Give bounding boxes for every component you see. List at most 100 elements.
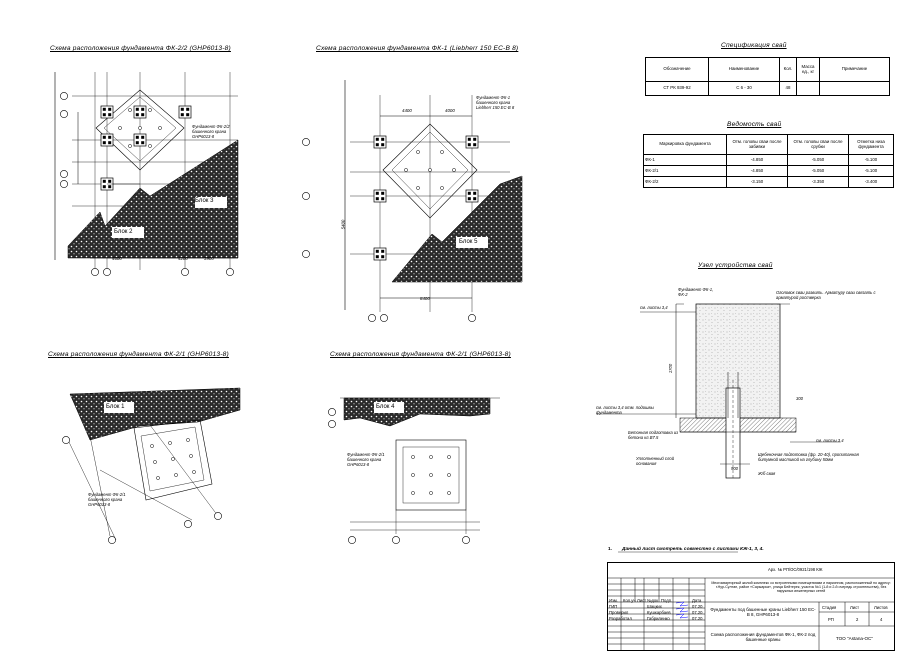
stage-head: Стадия bbox=[822, 605, 837, 610]
fk22-crane-label: Фундамент ФК-2/2 башенного крана GHP6013… bbox=[192, 124, 230, 139]
role-checked: Проверил bbox=[609, 610, 629, 615]
spec-c-3 bbox=[796, 81, 820, 96]
piles-r0-1: -4.850 bbox=[726, 154, 788, 166]
fk22-dim-3: 3900 bbox=[204, 256, 214, 261]
sheets-value: 4 bbox=[880, 617, 883, 622]
spec-c-2: 48 bbox=[779, 81, 797, 96]
piles-h-1: Отм. головы сваи после забивки bbox=[726, 134, 788, 155]
piles-r2-1: -3.150 bbox=[726, 176, 788, 188]
role-developed-date: 07.20 bbox=[692, 616, 703, 621]
title-block: Арх. № РП/ОС/0921/198 КЖ Многоквартирный… bbox=[607, 562, 896, 652]
spec-c-0: СТ РК 939-92 bbox=[645, 81, 709, 96]
stage-value: РП bbox=[828, 617, 834, 622]
piles-r1-0: ФК-2/1 bbox=[643, 165, 727, 177]
role-gip: ГИП bbox=[609, 604, 618, 609]
drawing-name: Схема расположения фундаментов ФК-1, ФК-… bbox=[710, 632, 816, 643]
fk1-dim-3: 8400 bbox=[420, 296, 430, 301]
spec-h-1: Наименование bbox=[708, 57, 780, 82]
spec-h-4: Примечание bbox=[819, 57, 890, 82]
scheme-fk21a-graphic bbox=[62, 387, 241, 544]
spec-title: Спецификация свай bbox=[721, 42, 787, 49]
spec-h-2: Кол. bbox=[779, 57, 797, 82]
role-gip-name: Шацких bbox=[647, 604, 662, 609]
piles-r0-2: -5.050 bbox=[787, 154, 849, 166]
stamp-head-izm: Изм. bbox=[609, 598, 618, 603]
note-text: Данный лист смотреть совместно с листами… bbox=[622, 547, 764, 552]
piles-h-0: Маркировка фундамента bbox=[643, 134, 727, 155]
note-number: 1. bbox=[608, 547, 613, 552]
spec-h-3: Масса ед., кг bbox=[796, 57, 820, 82]
scheme-fk22-title: Схема расположения фундамента ФК-2/2 (GH… bbox=[50, 45, 231, 52]
spec-h-0: Обозначение bbox=[645, 57, 709, 82]
node-uplot-label: Уплотненный слой основания bbox=[636, 456, 675, 466]
scheme-fk21b-graphic bbox=[328, 397, 500, 544]
role-gip-date: 07.20 bbox=[692, 604, 703, 609]
scheme-fk1-title: Схема расположения фундамента ФК-1 (Lieb… bbox=[316, 45, 519, 52]
fk22-dim-2: 4200 bbox=[178, 256, 188, 261]
sheet-value: 2 bbox=[856, 617, 859, 622]
node-fund-label: Фундамент ФК-1, ФК-2 bbox=[678, 287, 714, 297]
table-row: ФК-2/2 -3.150 -3.350 -3.400 bbox=[643, 176, 894, 188]
piles-r1-2: -5.050 bbox=[787, 165, 849, 177]
piles-r0-0: ФК-1 bbox=[643, 154, 727, 166]
piles-r2-3: -3.400 bbox=[848, 176, 894, 188]
block-5-label: Блок 5 bbox=[459, 239, 478, 245]
node-head-label: Оголовок сваи развить. Арматуру сваи свя… bbox=[776, 290, 876, 300]
role-checked-name: Кушкарбаев bbox=[647, 610, 671, 615]
block-3-label: Блок 3 bbox=[195, 198, 214, 204]
node-title: Узел устройства свай bbox=[698, 262, 773, 269]
stamp-head-podp: Подп. bbox=[661, 598, 673, 603]
fk1-dim-4: 5400 bbox=[340, 219, 346, 230]
node-pile-label: Ж/б свая bbox=[758, 471, 776, 476]
block-1-label: Блок 1 bbox=[106, 404, 125, 410]
fk1-dim-1: 4400 bbox=[402, 108, 412, 113]
fk22-dim-1: 4600 bbox=[112, 256, 122, 261]
sheets-head: Листов bbox=[874, 605, 888, 610]
role-checked-date: 07.20 bbox=[692, 610, 703, 615]
scheme-fk1-graphic bbox=[302, 80, 523, 322]
stamp-head-list: Лист bbox=[637, 598, 647, 603]
piles-r0-3: -5.100 bbox=[848, 154, 894, 166]
role-developed-name: Габриленко bbox=[647, 616, 670, 621]
spec-c-1: С 6 - 30 bbox=[708, 81, 780, 96]
table-row: ФК-1 -4.850 -5.050 -5.100 bbox=[643, 154, 894, 166]
node-beton-label: Бетонная подготовка из бетона кл.В7.5 bbox=[628, 430, 679, 440]
scheme-fk22-graphic bbox=[54, 72, 239, 276]
piles-table: Маркировка фундамента Отм. головы сваи п… bbox=[643, 134, 894, 188]
node-dim-900: 900 bbox=[731, 466, 738, 471]
node-sm3-label: см. листы 3,4 bbox=[816, 438, 844, 443]
node-sm1-label: см. листы 3,4 bbox=[640, 305, 668, 310]
fk21b-crane-label: Фундамент ФК-2/1 башенного крана GHP6013… bbox=[347, 452, 385, 467]
title-block-grid bbox=[607, 577, 896, 652]
organization: ТОО "Astana-ОС" bbox=[836, 636, 874, 641]
piles-r2-2: -3.350 bbox=[787, 176, 849, 188]
scheme-fk21a-title: Схема расположения фундамента ФК-2/1 (GH… bbox=[48, 351, 229, 358]
node-dim-300: 300 bbox=[796, 396, 803, 401]
spec-table: Обозначение Наименование Кол. Масса ед.,… bbox=[645, 57, 890, 96]
node-dim-1700: 1700 bbox=[668, 363, 674, 374]
sheet-head: Лист bbox=[850, 605, 860, 610]
scheme-fk21b-title: Схема расположения фундамента ФК-2/1 (GH… bbox=[330, 351, 511, 358]
object-description: Многоквартирный жилой комплекс со встрое… bbox=[711, 581, 891, 594]
object-name: Фундаменты под башенные краны Liebherr 1… bbox=[710, 607, 816, 618]
role-developed: Разработал bbox=[609, 616, 632, 621]
fk1-crane-label: Фундамент ФК-1 башенного крана Liebherr … bbox=[476, 95, 515, 110]
spec-c-4 bbox=[819, 81, 890, 96]
stamp-head-kolych: Кол.уч bbox=[623, 598, 636, 603]
fk21a-crane-label: Фундамент ФК-2/1 башенного крана GHP6013… bbox=[88, 492, 126, 507]
fk1-dim-2: 4000 bbox=[445, 108, 455, 113]
piles-r1-3: -5.100 bbox=[848, 165, 894, 177]
table-row: ФК-2/1 -4.850 -5.050 -5.100 bbox=[643, 165, 894, 177]
piles-h-3: Отметка низа фундамента bbox=[848, 134, 894, 155]
node-sheb-label: Щебеночная подготовка (фр. 20-40), пропи… bbox=[758, 452, 859, 462]
block-2-label: Блок 2 bbox=[114, 229, 133, 235]
piles-title: Ведомость свай bbox=[727, 121, 782, 128]
node-detail-graphic bbox=[596, 303, 840, 479]
node-sm2-label: см. листы 3,4 отм. подошвы фундамента bbox=[596, 405, 654, 415]
block-4-label: Блок 4 bbox=[376, 404, 395, 410]
stamp-head-date: Дата bbox=[692, 598, 702, 603]
stamp-head-ndoc: №док bbox=[647, 598, 659, 603]
piles-h-2: Отм. головы сваи после срубки bbox=[787, 134, 849, 155]
